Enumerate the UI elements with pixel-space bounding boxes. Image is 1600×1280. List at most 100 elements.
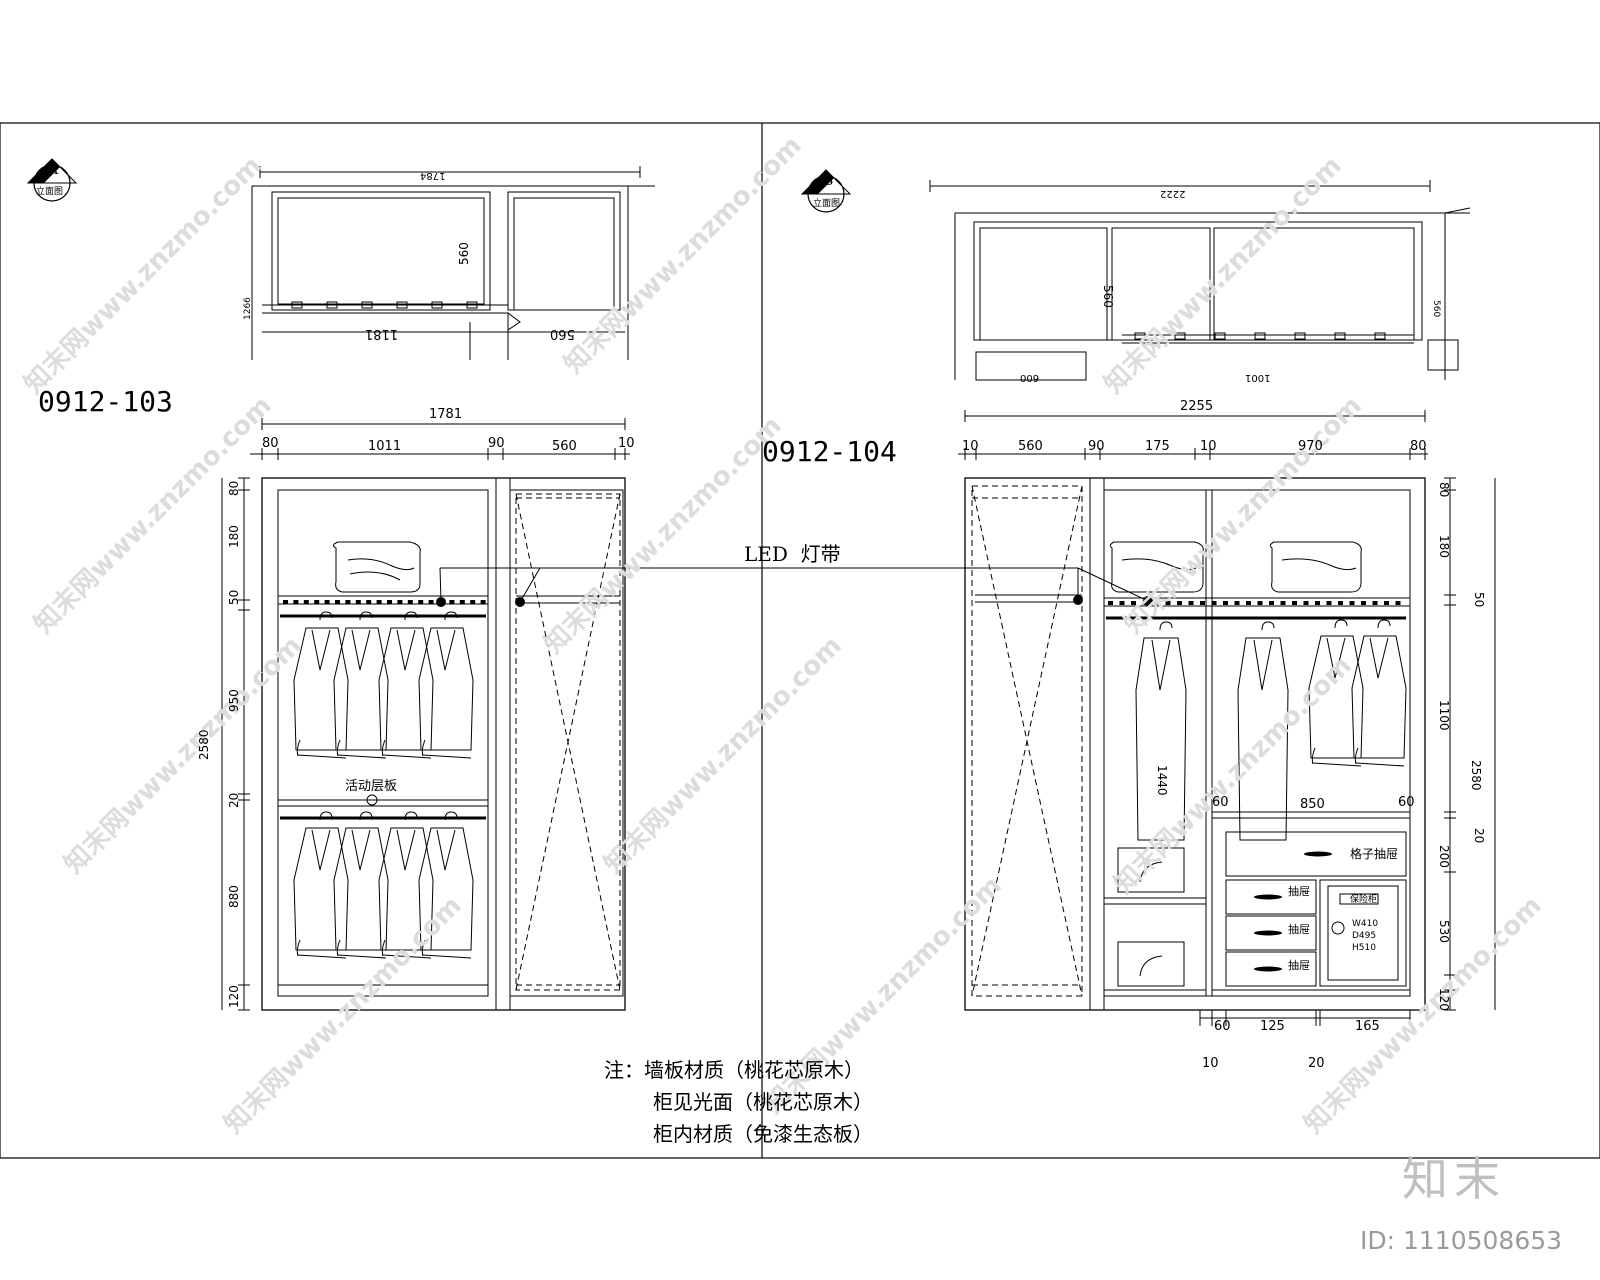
b-top-dim-2: 90	[1088, 439, 1105, 454]
a-led-dot	[480, 600, 486, 604]
b-drawer-handle-0	[1304, 851, 1332, 857]
a-led-dot	[355, 600, 361, 604]
b-box-2-mark	[1139, 955, 1163, 977]
a-coat-upper-collar	[396, 629, 416, 671]
b-long-coat-2-collar	[1253, 639, 1273, 691]
a-led-dot	[303, 600, 309, 604]
a-coat-lower-hook	[319, 811, 333, 821]
plan-b-cab-a	[979, 227, 1108, 341]
led-leader-a1	[439, 567, 442, 603]
safe-text-2: D495	[1352, 931, 1377, 941]
b-drawer-handle-1	[1254, 894, 1282, 900]
plan-a-left-side-dim: 1266	[243, 297, 253, 320]
b-led-dot	[1349, 601, 1355, 605]
b-led-dot	[1338, 601, 1343, 605]
a-led-dot	[324, 600, 330, 604]
a-coat-upper-collar	[311, 629, 331, 671]
a-led-dot	[293, 600, 299, 604]
b-short-coat-hook	[1334, 619, 1348, 629]
marker-b-letter: B	[823, 173, 834, 189]
b-drawer-handle-3	[1254, 966, 1282, 972]
b-led-dot	[1315, 601, 1320, 605]
b-short-coat-collar	[1369, 637, 1389, 679]
plan-a-bracket	[396, 301, 408, 309]
a-top-dim-2: 90	[488, 436, 505, 451]
plan-b-right-bottom-dim: 1001	[1245, 372, 1271, 383]
a-right-bay	[509, 489, 624, 997]
a-led-dot	[449, 600, 455, 604]
b-safe-door	[1327, 885, 1399, 981]
a-coat-lower-hem	[337, 954, 387, 959]
a-coat-upper-hook	[319, 611, 333, 621]
b-right-dim-0: 80	[1437, 482, 1451, 498]
a-coat-upper-collar	[436, 629, 456, 671]
b-bottom-dim-2: 165	[1355, 1019, 1380, 1034]
plan-b-door-leaf	[975, 351, 1087, 381]
marker-a-caption: 立面图	[36, 187, 64, 197]
a-left-dim-4: 20	[227, 792, 241, 808]
b-short-coat-collar	[1326, 637, 1346, 679]
b-led-dot	[1165, 601, 1171, 605]
b-top-dim-4: 10	[1200, 439, 1217, 454]
a-led-dot	[345, 600, 351, 604]
plan-a-bracket	[361, 301, 373, 309]
a-coat-upper-sleeve	[381, 739, 386, 757]
b-door-x2	[971, 485, 1083, 997]
b-led-dot	[1303, 601, 1309, 605]
b-right-dim-5: 200	[1437, 845, 1451, 868]
b-right-dim-3: 1100	[1437, 700, 1451, 731]
a-coat-upper-hem	[382, 754, 432, 759]
b-interior	[1103, 489, 1411, 997]
a-coat-lower-body	[293, 827, 349, 951]
plan-b-bracket	[1214, 332, 1226, 340]
a-led-dot	[428, 600, 434, 604]
a-top-dim-1: 1011	[368, 439, 402, 454]
b-led-dot	[1326, 601, 1332, 605]
a-partition	[495, 477, 511, 1011]
note-line-2: 柜内材质（免漆生态板）	[653, 1122, 873, 1146]
b-right-dim-7: 120	[1437, 988, 1451, 1011]
a-led-dot	[335, 600, 340, 604]
a-coat-lower-collar	[436, 829, 456, 871]
b-top-dim-1: 560	[1018, 439, 1043, 454]
plan-a-bracket	[431, 301, 443, 309]
b-led-dot	[1177, 601, 1182, 605]
a-coat-lower-hook	[444, 811, 458, 821]
b-safe	[1319, 879, 1407, 987]
b-short-coat-hem	[1355, 762, 1405, 767]
b-led-dot	[1257, 601, 1263, 605]
a-led-dot	[470, 600, 476, 604]
a-coat-upper-hem	[422, 754, 472, 759]
b-bottom-dim-0: 60	[1214, 1019, 1231, 1034]
b-drawer-3	[1225, 951, 1317, 987]
b-led-dot	[1372, 601, 1378, 605]
b-hanging-dim: 1440	[1155, 765, 1169, 796]
b-long-coat-1-collar	[1151, 639, 1171, 691]
b-door-dashed	[971, 485, 1083, 997]
a-folded-item	[332, 541, 421, 593]
a-top-dim-3: 560	[552, 439, 577, 454]
a-coat-upper-sleeve	[336, 739, 341, 757]
a-led-dot	[283, 600, 288, 604]
b-safe-display	[1339, 893, 1379, 905]
led-label: LED 灯带	[744, 542, 841, 566]
safe-text-3: H510	[1352, 943, 1376, 953]
b-folded-line	[1121, 558, 1197, 571]
plan-b-bracket	[1334, 332, 1346, 340]
a-led-dot	[459, 600, 465, 604]
b-right-dim-1: 180	[1437, 535, 1451, 558]
b-top-dim-5: 970	[1298, 439, 1323, 454]
a-led-dot	[397, 600, 403, 604]
plan-b-bracket	[1134, 332, 1146, 340]
a-coat-upper-body	[333, 627, 389, 751]
b-inner-dim-2: 60	[1398, 795, 1415, 810]
a-led-dot	[387, 600, 392, 604]
b-overall-width: 2255	[1180, 399, 1214, 414]
plan-b-bracket	[1374, 332, 1386, 340]
b-drawer-2	[1225, 915, 1317, 951]
plan-b-cab-b	[1111, 227, 1211, 341]
a-coat-lower-collar	[396, 829, 416, 871]
note-line-1: 柜见光面（桃花芯原木）	[653, 1090, 873, 1114]
drawer-label-3: 抽屉	[1288, 959, 1310, 972]
plan-a-left-cab	[271, 191, 491, 311]
